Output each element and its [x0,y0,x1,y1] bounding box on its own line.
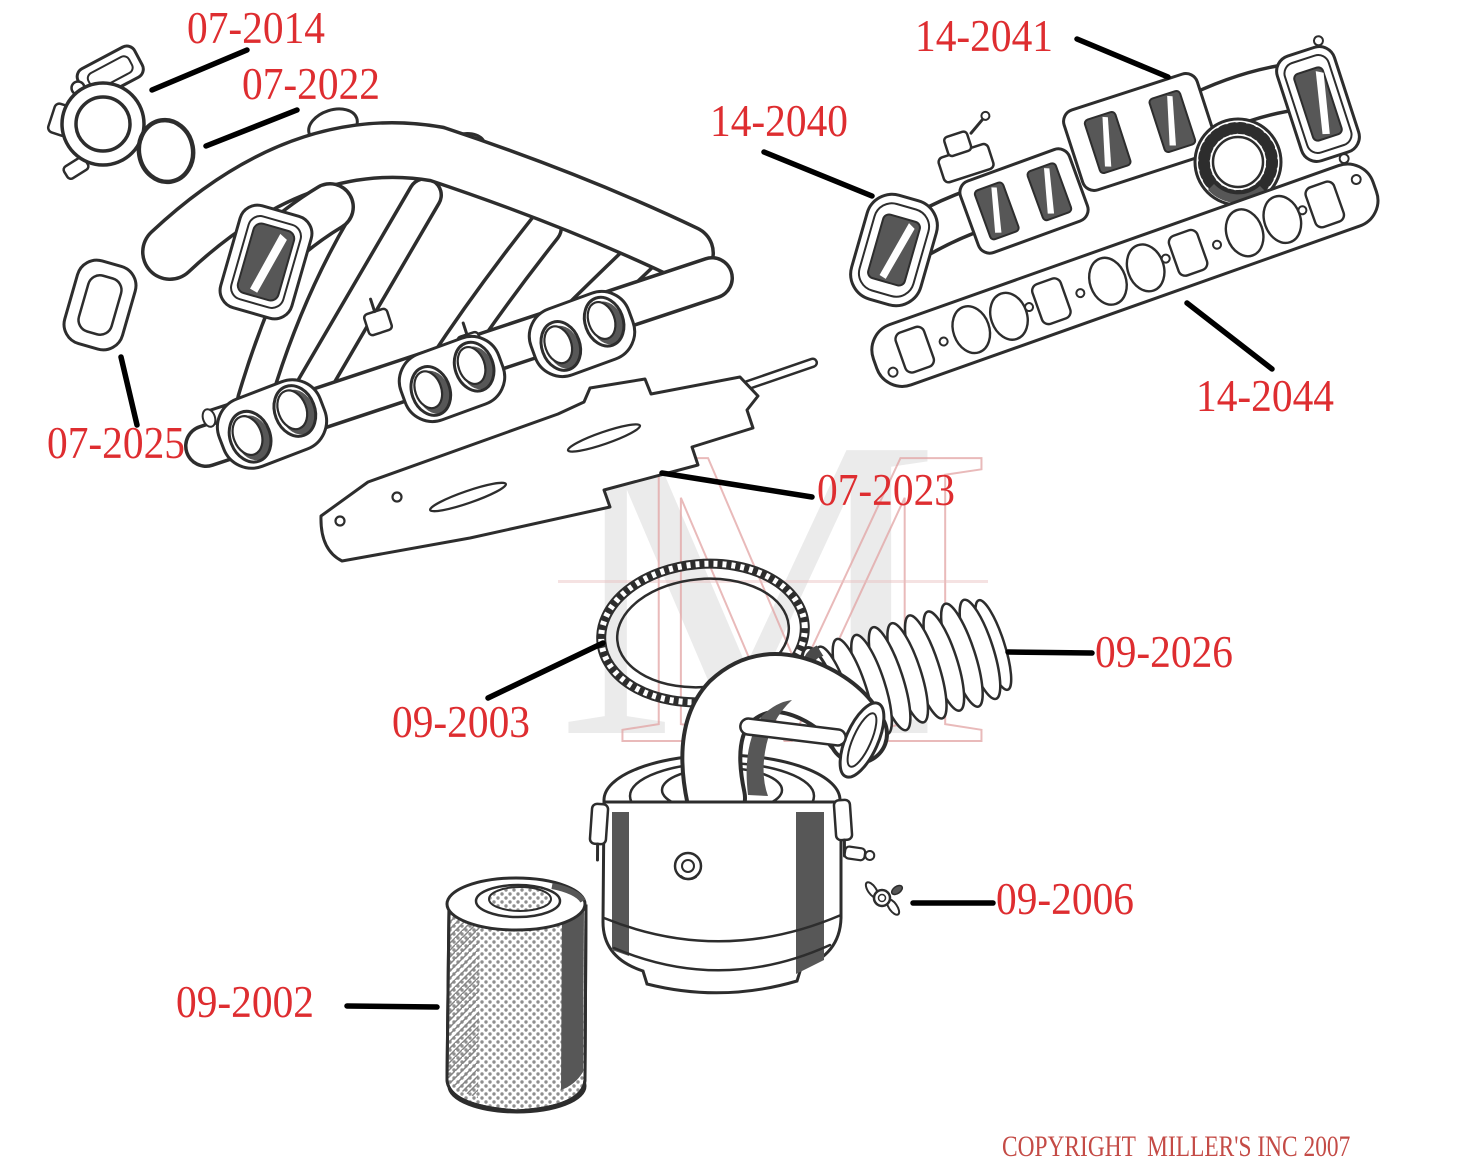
air-cleaner-housing-drawing [588,652,889,995]
wing-screw-drawing [864,881,904,916]
leader-07-2025 [118,354,140,428]
leader-14-2044 [1184,300,1275,372]
part-number-intake-flange-gasket: 07-2025 [47,418,185,468]
leader-09-2026 [1005,649,1095,656]
leader-14-2041 [1074,36,1171,80]
leader-lines [118,36,1275,1010]
leader-09-2003 [485,640,606,701]
leader-07-2023 [659,470,815,500]
exhaust-manifold-front-drawing [849,110,1090,308]
hose-clamp-drawing [46,44,146,181]
part-number-o-ring-seal: 07-2022 [242,59,380,109]
part-number-exhaust-manifold-front: 14-2040 [710,96,848,146]
exhaust-manifold-rear-drawing [1062,35,1361,207]
part-number-heat-shield-plate: 07-2023 [817,465,955,515]
part-number-hose-clamp: 07-2014 [187,3,325,53]
intake-flange-gasket-drawing [62,258,138,352]
o-ring-drawing [136,117,196,185]
part-number-air-filter-element: 09-2002 [176,977,314,1027]
leader-14-2040 [761,149,875,199]
part-number-manifold-gasket: 14-2044 [1196,371,1334,421]
part-number-air-intake-hose: 09-2026 [1095,627,1233,677]
leader-07-2014 [149,47,250,93]
leader-09-2002 [344,1003,440,1010]
intake-manifold-port-flanges [215,289,637,470]
heat-shield-drawing [319,357,819,563]
part-number-air-cleaner-seal-ring: 09-2003 [392,697,530,747]
part-number-wing-screw: 09-2006 [996,874,1134,924]
copyright-notice: COPYRIGHT MILLER'S INC 2007 [1002,1130,1351,1163]
part-number-exhaust-manifold-rear: 14-2041 [915,11,1053,61]
leader-07-2022 [203,107,300,149]
manifold-gasket-drawing [870,162,1380,388]
air-filter-element-drawing [445,876,588,1114]
